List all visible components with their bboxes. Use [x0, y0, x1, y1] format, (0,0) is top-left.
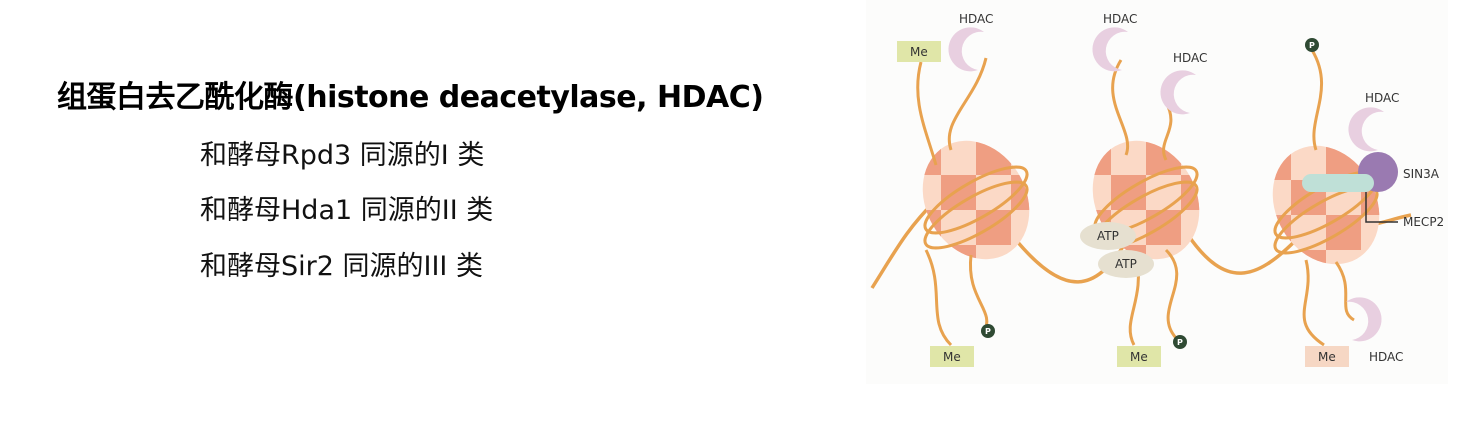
hdac-icon [1092, 27, 1128, 72]
hdac-label: HDAC [959, 12, 993, 26]
class-iii-item: 和酵母Sir2 同源的III 类 [200, 251, 483, 282]
hdac-label: HDAC [1173, 51, 1207, 65]
hdac-icon [1160, 70, 1196, 115]
mecp2-pointer [1365, 192, 1398, 223]
hdac-icon [948, 27, 984, 72]
mecp2-protein [1302, 174, 1374, 192]
class-ii-item: 和酵母Hda1 同源的II 类 [200, 195, 494, 226]
hdac-label: HDAC [1365, 91, 1399, 105]
p-label: P [985, 327, 991, 336]
me-label: Me [1318, 350, 1336, 364]
me-label: Me [910, 45, 928, 59]
linker-dna [870, 198, 1412, 289]
me-label: Me [1130, 350, 1148, 364]
me-tag [1305, 346, 1349, 367]
hdac-label: HDAC [1369, 350, 1403, 364]
atp-label: ATP [1115, 257, 1137, 271]
hdac-icon [1348, 107, 1384, 152]
atp-label: ATP [1097, 229, 1119, 243]
hdac-label: HDAC [1103, 12, 1137, 26]
sin3a-label: SIN3A [1403, 167, 1440, 181]
slide-title: 组蛋白去乙酰化酶(histone deacetylase, HDAC) [57, 80, 764, 115]
atp-molecule [1098, 250, 1154, 278]
hdac-icon [1346, 297, 1382, 342]
p-label: P [1177, 338, 1183, 347]
class-i-item: 和酵母Rpd3 同源的I 类 [200, 140, 485, 171]
mecp2-label: MECP2 [1403, 215, 1444, 229]
p-label: P [1309, 41, 1315, 50]
phosphate-icon [1305, 38, 1319, 52]
me-tag [930, 346, 974, 367]
me-tag [897, 41, 941, 62]
me-tag [1117, 346, 1161, 367]
me-label: Me [943, 350, 961, 364]
atp-molecule [1080, 222, 1136, 250]
phosphate-icon [981, 324, 995, 338]
chromatin-diagram: HDAC HDAC HDAC HDAC HDAC Me Me Me Me ATP… [866, 0, 1448, 384]
phosphate-icon [1173, 335, 1187, 349]
hdac-enzymes [948, 27, 1384, 342]
